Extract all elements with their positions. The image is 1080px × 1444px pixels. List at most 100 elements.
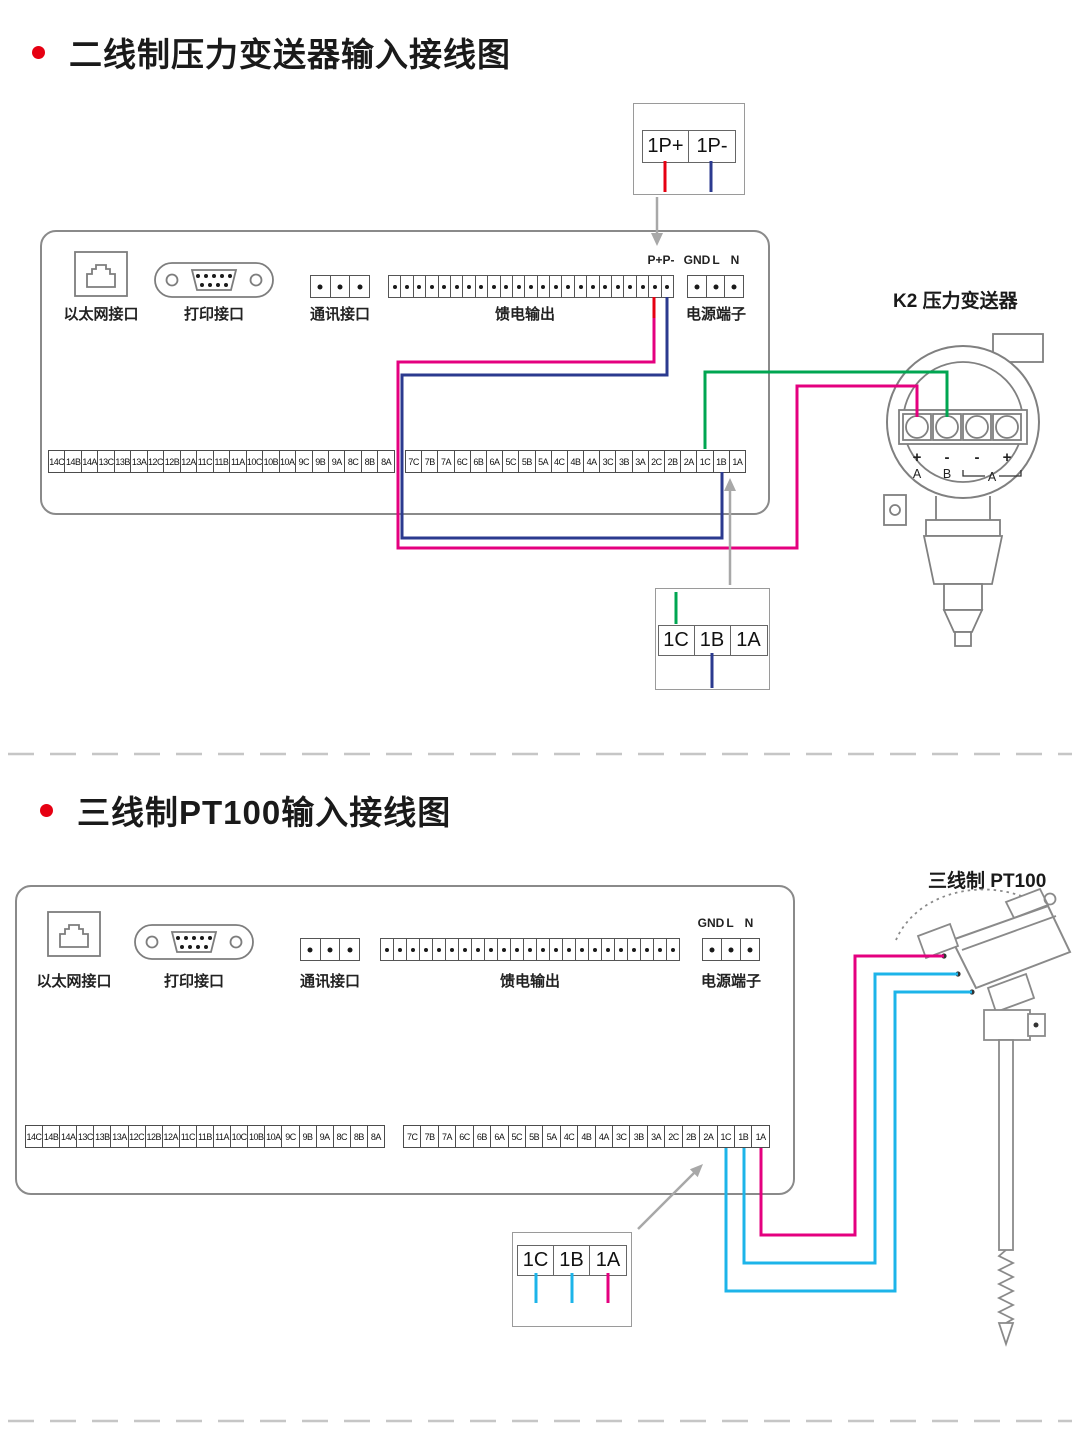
- screw-terminal: [703, 939, 722, 960]
- terminal-3C: 3C: [600, 451, 617, 472]
- terminal-2A: 2A: [700, 1126, 718, 1147]
- screw-terminal: [488, 276, 501, 297]
- screw-terminal: [741, 939, 759, 960]
- section2-title: 三线制PT100输入接线图: [77, 794, 452, 831]
- callout-cell-1p-plus: 1P+: [643, 131, 689, 162]
- transmitter-label: K2 压力变送器: [893, 291, 1018, 312]
- terminal-11A: 11A: [230, 451, 247, 472]
- terminal-dot: [467, 284, 472, 289]
- label-l: L: [712, 253, 720, 267]
- terminal-dot: [528, 947, 532, 952]
- screw-terminal: [389, 276, 402, 297]
- screw-terminal: [525, 276, 538, 297]
- terminal-5B: 5B: [519, 451, 536, 472]
- probe-label: 三线制 PT100: [928, 871, 1047, 892]
- screw-terminal: [563, 939, 576, 960]
- terminal-dot: [307, 947, 313, 952]
- screw-terminal: [498, 939, 511, 960]
- terminal-sub-a2: A: [988, 470, 997, 484]
- callout-cell-1c: 1C: [658, 626, 695, 655]
- screw-terminal: [513, 276, 526, 297]
- terminal-6C: 6C: [456, 1126, 474, 1147]
- recorder-panel-2: [15, 885, 795, 1195]
- terminal-dot: [580, 947, 584, 952]
- terminal-7C: 7C: [404, 1126, 422, 1147]
- screw-terminal: [511, 939, 524, 960]
- terminal-9C: 9C: [282, 1126, 300, 1147]
- screw-terminal: [722, 939, 741, 960]
- terminal-10A: 10A: [265, 1126, 283, 1147]
- terminal-13C: 13C: [77, 1126, 95, 1147]
- terminal-7C: 7C: [406, 451, 423, 472]
- printer-port-label: 打印接口: [183, 306, 245, 323]
- screw-terminal: [340, 939, 359, 960]
- feed-output-terminal-strip: [380, 938, 680, 961]
- power-terminal-label: 电源端子: [700, 973, 762, 990]
- terminal-dot: [747, 947, 753, 952]
- screw-terminal: [612, 276, 625, 297]
- screw-terminal: [667, 939, 679, 960]
- screw-terminal: [426, 276, 439, 297]
- terminal-11C: 11C: [180, 1126, 197, 1147]
- terminal-1B: 1B: [714, 451, 730, 472]
- screw-terminal: [654, 939, 667, 960]
- terminal-4B: 4B: [568, 451, 585, 472]
- screw-terminal: [407, 939, 420, 960]
- screw-terminal: [459, 939, 472, 960]
- terminal-6A: 6A: [491, 1126, 509, 1147]
- label-n: N: [744, 916, 754, 930]
- screw-terminal: [575, 276, 588, 297]
- screw-terminal: [576, 939, 589, 960]
- screw-terminal: [463, 276, 476, 297]
- terminal-sign: +: [1003, 449, 1012, 466]
- terminal-8B: 8B: [351, 1126, 368, 1147]
- terminal-12C: 12C: [148, 451, 165, 472]
- screw-terminal: [420, 939, 433, 960]
- terminal-2C: 2C: [665, 1126, 683, 1147]
- screw-terminal: [331, 276, 351, 297]
- terminal-10B: 10B: [263, 451, 280, 472]
- screw-terminal: [707, 276, 726, 297]
- terminal-10C: 10C: [247, 451, 264, 472]
- printer-port-label: 打印接口: [163, 973, 225, 990]
- terminal-1B: 1B: [735, 1126, 753, 1147]
- screw-terminal: [472, 939, 485, 960]
- terminal-12C: 12C: [129, 1126, 146, 1147]
- terminal-dot: [424, 947, 428, 952]
- terminal-4C: 4C: [561, 1126, 579, 1147]
- terminal-dot: [347, 947, 353, 952]
- terminal-dot: [652, 284, 657, 289]
- terminal-dot: [417, 284, 422, 289]
- terminal-dot: [709, 947, 715, 952]
- terminal-dot: [632, 947, 636, 952]
- terminal-1A: 1A: [732, 456, 743, 467]
- terminal-dot: [640, 284, 645, 289]
- terminal-6C: 6C: [455, 451, 471, 472]
- terminal-dot: [489, 947, 493, 952]
- terminal-11B: 11B: [214, 451, 231, 472]
- terminal-dot: [603, 284, 608, 289]
- screw-terminal: [537, 939, 550, 960]
- power-terminal-block: [687, 275, 744, 298]
- terminal-6B: 6B: [474, 1126, 492, 1147]
- screw-terminal: [628, 939, 641, 960]
- terminal-dot: [628, 284, 633, 289]
- terminal-9A: 9A: [317, 1126, 334, 1147]
- terminal-11B: 11B: [197, 1126, 215, 1147]
- callout-cell-1a: 1A: [730, 626, 767, 655]
- terminal-13A: 13A: [111, 1126, 129, 1147]
- terminal-2B: 2B: [665, 451, 682, 472]
- terminal-dot: [398, 947, 402, 952]
- terminal-dot: [385, 947, 389, 952]
- screw-terminal: [311, 276, 331, 297]
- terminal-9C: 9C: [296, 451, 313, 472]
- comm-terminal-block: [300, 938, 360, 961]
- section1-title: 二线制压力变送器输入接线图: [69, 36, 511, 73]
- terminal-dot: [450, 947, 454, 952]
- terminal-dot: [442, 284, 447, 289]
- terminal-14C: 14C: [26, 1126, 44, 1147]
- screw-terminal: [589, 939, 602, 960]
- terminal-dot: [665, 284, 670, 289]
